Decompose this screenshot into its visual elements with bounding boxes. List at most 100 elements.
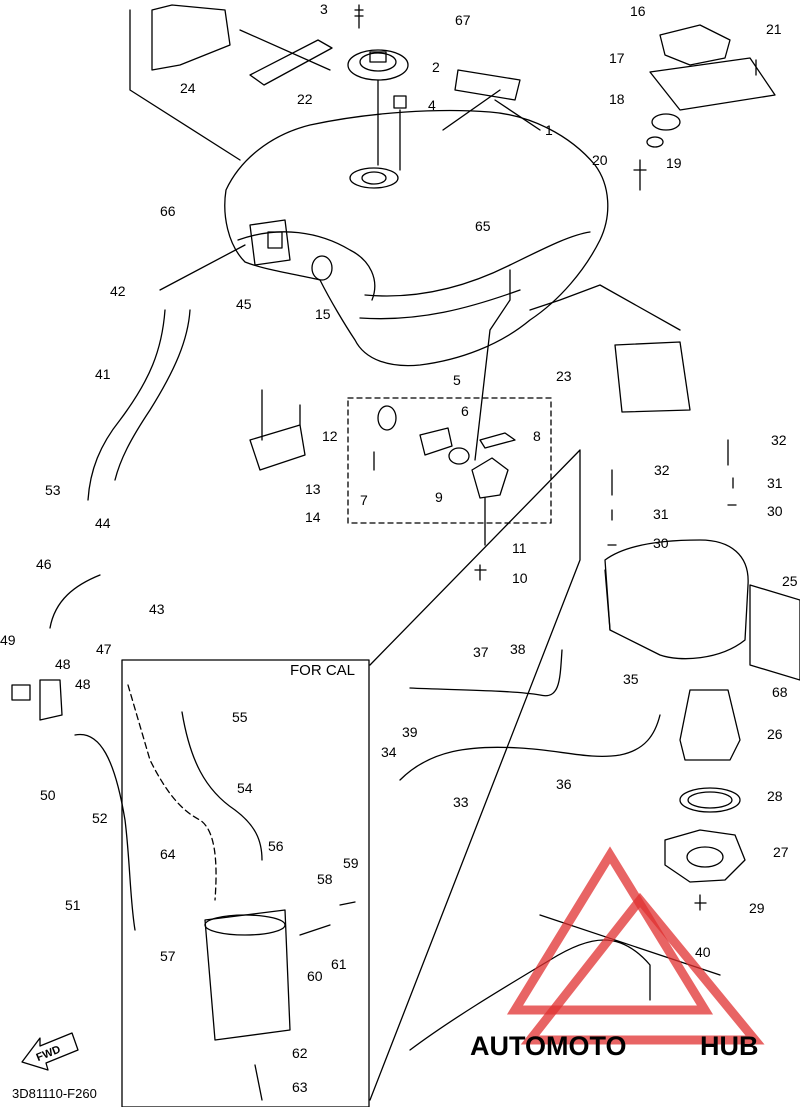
callout-44: 44 (95, 515, 111, 531)
callout-12: 12 (322, 428, 338, 444)
bolt-10 (474, 564, 487, 581)
leader-lines-misc (369, 284, 681, 1101)
callout-18: 18 (609, 91, 625, 107)
callout-38: 38 (510, 641, 526, 657)
callout-61: 61 (331, 956, 347, 972)
callout-3: 3 (320, 1, 328, 17)
callout-17: 17 (609, 50, 625, 66)
bracket-assembly (633, 24, 776, 191)
callout-31: 31 (653, 506, 669, 522)
callout-66: 66 (160, 203, 176, 219)
hose-38 (409, 649, 563, 697)
pump-assembly (664, 689, 746, 911)
callout-58: 58 (317, 871, 333, 887)
callout-14: 14 (305, 509, 321, 525)
callout-42: 42 (110, 283, 126, 299)
callout-6: 6 (461, 403, 469, 419)
callout-45: 45 (236, 296, 252, 312)
callout-21: 21 (766, 21, 782, 37)
hose-52 (74, 733, 136, 931)
callout-53: 53 (45, 482, 61, 498)
callout-32: 32 (771, 432, 787, 448)
callout-35: 35 (623, 671, 639, 687)
fwd-label: FWD (35, 1044, 63, 1065)
callout-67: 67 (455, 12, 471, 28)
fitting-49 (39, 679, 63, 721)
callout-30: 30 (653, 535, 669, 551)
callout-13: 13 (305, 481, 321, 497)
callout-37: 37 (473, 644, 489, 660)
fuel-tank (224, 109, 609, 367)
callout-16: 16 (630, 3, 646, 19)
callout-30: 30 (767, 503, 783, 519)
callout-56: 56 (268, 838, 284, 854)
callout-52: 52 (92, 810, 108, 826)
nut-15 (311, 255, 333, 281)
callout-48: 48 (55, 656, 71, 672)
hose-47 (49, 574, 101, 629)
hose-33 (399, 714, 661, 781)
callout-54: 54 (237, 780, 253, 796)
fwd-arrow (21, 1032, 79, 1071)
panel-23 (614, 341, 691, 413)
callout-4: 4 (428, 97, 436, 113)
callout-24: 24 (180, 80, 196, 96)
callout-8: 8 (533, 428, 541, 444)
watermark-logo (506, 846, 765, 1045)
callout-41: 41 (95, 366, 111, 382)
callout-27: 27 (773, 844, 789, 860)
leader-lines-top (129, 9, 541, 161)
callout-47: 47 (96, 641, 112, 657)
for-cal-box (121, 659, 370, 1107)
callout-7: 7 (360, 492, 368, 508)
callout-49: 49 (0, 632, 16, 648)
callout-55: 55 (232, 709, 248, 725)
callout-1: 1 (545, 122, 553, 138)
callout-20: 20 (592, 152, 608, 168)
hose-42 (87, 309, 191, 501)
leader-line-67 (159, 244, 246, 291)
callout-29: 29 (749, 900, 765, 916)
callout-33: 33 (453, 794, 469, 810)
callout-68: 68 (772, 684, 788, 700)
for-cal-title: FOR CAL (290, 662, 355, 679)
callout-19: 19 (666, 155, 682, 171)
callout-59: 59 (343, 855, 359, 871)
callout-23: 23 (556, 368, 572, 384)
petcock-group-box (347, 397, 552, 524)
leader-line-66 (474, 269, 511, 461)
bracket-12 (249, 424, 306, 471)
watermark-text-part1: AUTOMOTO (470, 1031, 627, 1061)
callout-2: 2 (432, 59, 440, 75)
callout-11: 11 (512, 540, 527, 556)
fuel-cap-assembly (347, 4, 409, 171)
callout-57: 57 (160, 948, 176, 964)
callout-48: 48 (75, 676, 91, 692)
callout-50: 50 (40, 787, 56, 803)
callout-32: 32 (654, 462, 670, 478)
callout-65: 65 (475, 218, 491, 234)
petcock-parts (373, 405, 516, 546)
panel-24 (151, 4, 231, 71)
callout-34: 34 (381, 744, 397, 760)
callout-60: 60 (307, 968, 323, 984)
callout-26: 26 (767, 726, 783, 742)
bracket-50 (11, 684, 31, 701)
sticker-68 (454, 69, 521, 101)
callout-31: 31 (767, 475, 783, 491)
callout-25: 25 (782, 573, 798, 589)
callout-64: 64 (160, 846, 176, 862)
drawing-code: 3D81110-F260 (12, 1086, 97, 1101)
callout-43: 43 (149, 601, 165, 617)
callout-36: 36 (556, 776, 572, 792)
callout-62: 62 (292, 1045, 308, 1061)
cal-parts (127, 684, 356, 1101)
callout-46: 46 (36, 556, 52, 572)
fasteners-right (607, 439, 737, 546)
callout-51: 51 (65, 897, 81, 913)
callout-40: 40 (695, 944, 711, 960)
canister-25 (604, 539, 800, 681)
watermark-text-part2: HUB (700, 1031, 759, 1061)
